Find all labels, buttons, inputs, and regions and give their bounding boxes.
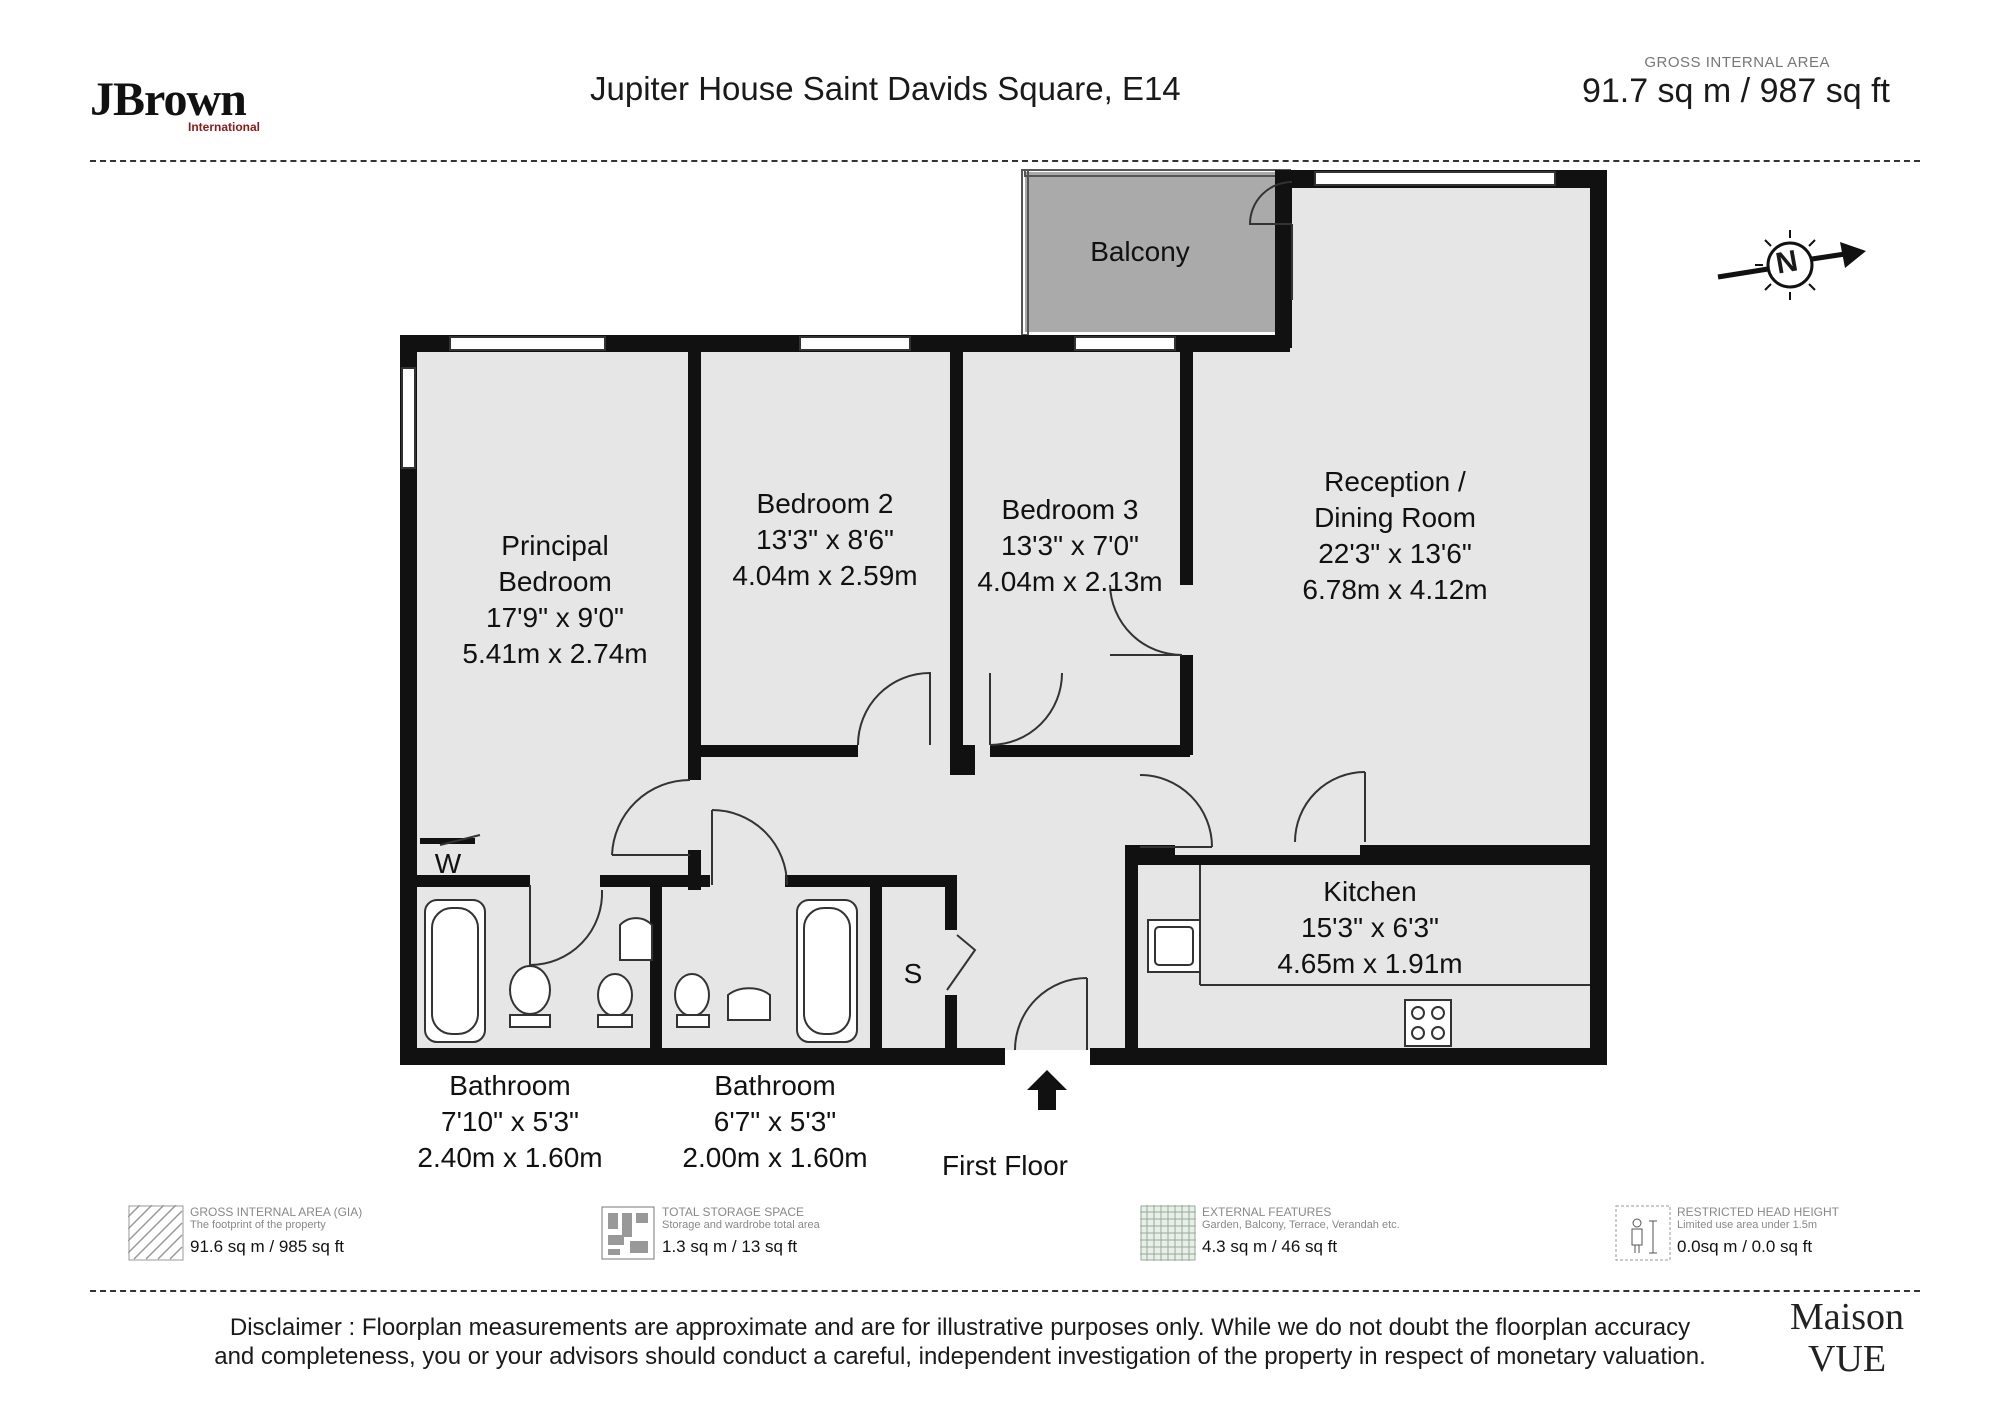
person-height-icon	[1615, 1205, 1671, 1261]
disclaimer-line1: Disclaimer : Floorplan measurements are …	[229, 1314, 1691, 1341]
door-swings	[439, 181, 1366, 1051]
legend-external-value: 4.3 sq m / 46 sq ft	[1202, 1237, 1338, 1256]
window	[1074, 336, 1176, 351]
reception-name2: Dining Room	[1314, 502, 1476, 533]
bathroom2-label: Bathroom 6'7" x 5'3" 2.00m x 1.60m	[665, 1068, 885, 1176]
bedroom2-name: Bedroom 2	[756, 488, 894, 519]
bathroom1-label: Bathroom 7'10" x 5'3" 2.40m x 1.60m	[400, 1068, 620, 1176]
bedroom2-label: Bedroom 2 13'3" x 8'6" 4.04m x 2.59m	[710, 486, 940, 594]
entrance-arrow-icon	[1027, 1070, 1067, 1110]
jbrown-logo-sub: International	[188, 120, 261, 134]
legend-gia-value: 91.6 sq m / 985 sq ft	[190, 1237, 345, 1256]
bedroom2-metric: 4.04m x 2.59m	[732, 560, 918, 591]
maison-vue-line2: VUE	[1807, 1338, 1887, 1380]
legend-external-sub: Garden, Balcony, Terrace, Verandah etc.	[1202, 1219, 1400, 1231]
principal-bedroom-label: Principal Bedroom 17'9" x 9'0" 5.41m x 2…	[440, 528, 670, 672]
reception-imperial: 22'3" x 13'6"	[1318, 538, 1472, 569]
fixtures	[424, 865, 1590, 1047]
legend-head-height: RESTRICTED HEAD HEIGHT Limited use area …	[1615, 1205, 1840, 1261]
property-title: Jupiter House Saint Davids Square, E14	[590, 70, 1181, 107]
legend-gia-sub: The footprint of the property	[190, 1219, 326, 1231]
disclaimer: Disclaimer : Floorplan measurements are …	[150, 1313, 1770, 1371]
maison-vue-logo: Maison VUE	[1790, 1296, 1904, 1380]
window	[401, 367, 416, 469]
legend-gia: GROSS INTERNAL AREA (GIA) The footprint …	[128, 1205, 363, 1261]
sink-icon	[727, 987, 771, 1021]
bedroom3-label: Bedroom 3 13'3" x 7'0" 4.04m x 2.13m	[960, 492, 1180, 600]
kitchen-metric: 4.65m x 1.91m	[1277, 948, 1463, 979]
maison-vue-line1: Maison	[1790, 1296, 1904, 1338]
balcony-name: Balcony	[1090, 236, 1190, 267]
wardrobe-label: W	[434, 848, 462, 879]
bathroom2-name: Bathroom	[714, 1070, 836, 1101]
kitchen-imperial: 15'3" x 6'3"	[1301, 912, 1439, 943]
storage-icon	[601, 1206, 655, 1260]
jbrown-logo: JBrown	[90, 73, 247, 126]
hob-icon	[1404, 999, 1452, 1047]
kitchen-label: Kitchen 15'3" x 6'3" 4.65m x 1.91m	[1255, 874, 1485, 982]
legend-external: EXTERNAL FEATURES Garden, Balcony, Terra…	[1140, 1205, 1400, 1261]
bathroom1-metric: 2.40m x 1.60m	[417, 1142, 603, 1173]
bedroom3-imperial: 13'3" x 7'0"	[1001, 530, 1139, 561]
principal-bedroom-name1: Principal	[501, 530, 609, 561]
bedroom2-imperial: 13'3" x 8'6"	[756, 524, 894, 555]
principal-bedroom-imperial: 17'9" x 9'0"	[486, 602, 624, 633]
bedroom3-metric: 4.04m x 2.13m	[977, 566, 1163, 597]
bathtub-icon	[424, 899, 486, 1043]
toilet-icon	[509, 965, 551, 1015]
reception-label: Reception / Dining Room 22'3" x 13'6" 6.…	[1270, 464, 1520, 608]
window	[1314, 171, 1556, 186]
gia-value: 91.7 sq m / 987 sq ft	[1581, 72, 1890, 110]
legend-external-title: EXTERNAL FEATURES	[1202, 1205, 1332, 1219]
hatch-icon	[128, 1205, 184, 1261]
storage-label: S	[903, 958, 923, 989]
toilet-icon	[674, 973, 710, 1017]
kitchen-name: Kitchen	[1323, 876, 1417, 907]
window	[799, 336, 911, 351]
bathroom1-name: Bathroom	[449, 1070, 571, 1101]
legend-storage-title: TOTAL STORAGE SPACE	[662, 1205, 805, 1219]
bathroom2-metric: 2.00m x 1.60m	[682, 1142, 868, 1173]
bedroom3-name: Bedroom 3	[1001, 494, 1139, 525]
floor-label: First Floor	[942, 1150, 1068, 1181]
legend-head-height-sub: Limited use area under 1.5m	[1677, 1219, 1818, 1231]
top-divider	[90, 160, 1920, 162]
toilet-icon	[597, 973, 633, 1017]
compass-north-icon	[1717, 230, 1866, 300]
reception-name1: Reception /	[1324, 466, 1466, 497]
principal-bedroom-name2: Bedroom	[498, 566, 612, 597]
reception-metric: 6.78m x 4.12m	[1302, 574, 1488, 605]
reception-upper-floor	[1290, 182, 1590, 347]
windows	[401, 171, 1556, 469]
bathtub-icon	[796, 899, 858, 1043]
floor-areas	[410, 172, 1590, 1050]
legend-gia-title: GROSS INTERNAL AREA (GIA)	[190, 1205, 363, 1219]
bathroom2-imperial: 6'7" x 5'3"	[713, 1106, 837, 1137]
interior-floor	[410, 345, 1590, 1050]
bathroom1-imperial: 7'10" x 5'3"	[441, 1106, 579, 1137]
gia-label: GROSS INTERNAL AREA	[1644, 54, 1830, 71]
balcony-label: Balcony	[1040, 234, 1240, 270]
legend-storage-sub: Storage and wardrobe total area	[662, 1219, 820, 1231]
sink-icon	[619, 917, 653, 961]
legend-head-height-title: RESTRICTED HEAD HEIGHT	[1677, 1205, 1840, 1219]
balcony-floor	[1025, 172, 1290, 332]
window	[449, 336, 606, 351]
disclaimer-line2: and completeness, you or your advisors s…	[214, 1343, 1706, 1370]
principal-bedroom-metric: 5.41m x 2.74m	[462, 638, 648, 669]
legend-head-height-value: 0.0sq m / 0.0 sq ft	[1677, 1237, 1813, 1256]
grid-icon	[1140, 1205, 1196, 1261]
legend-storage-value: 1.3 sq m / 13 sq ft	[662, 1237, 798, 1256]
legend-storage: TOTAL STORAGE SPACE Storage and wardrobe…	[600, 1205, 820, 1260]
bottom-divider	[90, 1290, 1920, 1292]
